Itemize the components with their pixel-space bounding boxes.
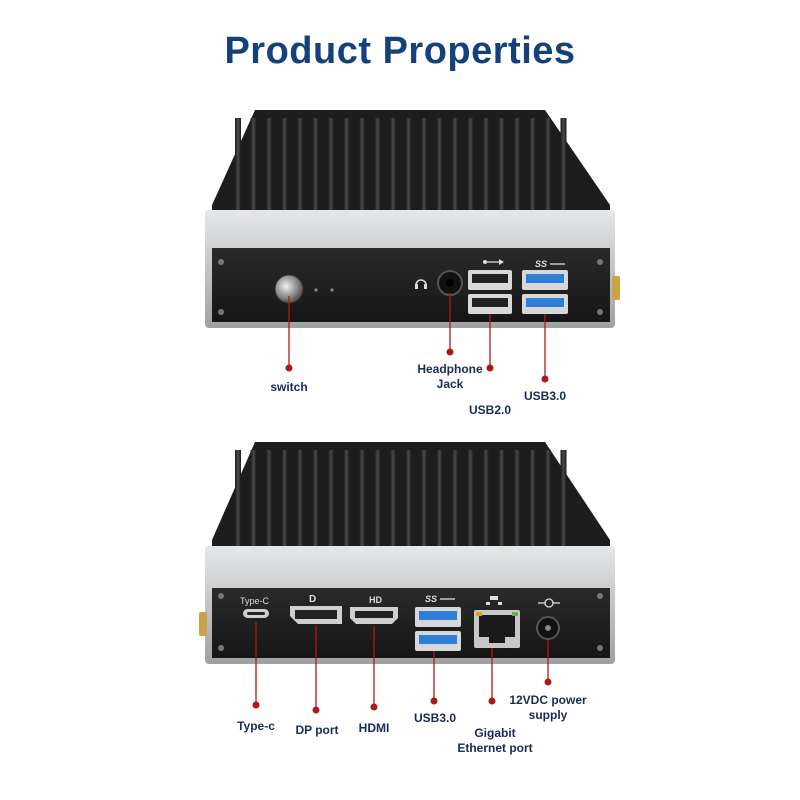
label-dp-port: DP port <box>295 723 339 737</box>
antenna-connector <box>199 612 207 636</box>
heatsink-fin <box>235 118 241 248</box>
ss-usb-icon: SS <box>425 594 437 604</box>
screw <box>597 593 603 599</box>
heatsink-fin <box>483 118 489 248</box>
heatsink-fin <box>266 450 272 588</box>
heatsink-fin <box>390 118 396 248</box>
screw <box>597 309 603 315</box>
screw <box>218 259 224 265</box>
network-icon <box>486 596 502 605</box>
heatsink-fin <box>250 118 257 248</box>
heatsink-fin <box>560 118 567 248</box>
heatsink-fin <box>374 118 381 248</box>
callout-dot <box>488 697 496 705</box>
callout-dot <box>370 703 378 711</box>
label-hdmi: HDMI <box>358 721 390 735</box>
callout-dot <box>446 348 454 356</box>
heatsink-fin <box>343 118 350 248</box>
heatsink-fin <box>514 450 520 588</box>
heatsink-fin <box>312 118 319 248</box>
heatsink-fin <box>328 450 334 588</box>
dc-power-icon <box>538 598 560 608</box>
top-device: SS <box>205 110 620 328</box>
typec-print: Type-C <box>240 596 270 606</box>
led-indicator <box>314 288 318 292</box>
heatsink-fin <box>498 118 505 248</box>
label-switch: switch <box>270 380 308 394</box>
heatsink-fin <box>529 450 536 588</box>
label-typec: Type-c <box>237 719 275 733</box>
heatsink-fin <box>359 450 365 588</box>
heatsink-fin <box>421 118 427 248</box>
heatsink-fin <box>452 118 458 248</box>
heatsink-fin <box>235 450 241 588</box>
heatsink-fin <box>405 118 412 248</box>
heatsink-fin <box>436 118 443 248</box>
bottom-callouts <box>255 622 549 710</box>
bottom-heatsink-fins <box>235 450 567 588</box>
heatsink-fin <box>529 118 536 248</box>
heatsink-fin <box>421 450 427 588</box>
screw <box>597 645 603 651</box>
callout-dot <box>312 706 320 714</box>
screw <box>218 593 224 599</box>
heatsink-fin <box>405 450 412 588</box>
led-indicator <box>330 288 334 292</box>
usb-icon <box>483 259 504 265</box>
heatsink-fin <box>545 450 551 588</box>
label-12vdc-power: 12VDC power supply <box>509 693 587 722</box>
dp-print: D <box>309 594 316 605</box>
label-headphone-jack: Headphone Jack <box>417 362 483 391</box>
heatsink-fin <box>266 118 272 248</box>
label-usb3-top: USB3.0 <box>523 389 567 403</box>
label-usb3-bottom: USB3.0 <box>413 711 457 725</box>
screw <box>597 259 603 265</box>
antenna-connector <box>612 276 620 300</box>
callout-dot <box>285 364 293 372</box>
heatsink-fin <box>390 450 396 588</box>
heatsink-fin <box>297 118 303 248</box>
heatsink-fin <box>514 118 520 248</box>
heatsink-fin <box>483 450 489 588</box>
top-heatsink-fins <box>235 118 567 248</box>
heatsink-fin <box>545 118 551 248</box>
heatsink-fin <box>250 450 257 588</box>
ss-usb-icon: SS <box>535 259 547 269</box>
hdmi-print: HD <box>369 595 382 605</box>
heatsink-fin <box>498 450 505 588</box>
callout-dot <box>544 678 552 686</box>
callout-dot <box>486 364 494 372</box>
heatsink-fin <box>281 118 288 248</box>
heatsink-fin <box>281 450 288 588</box>
bottom-device: Type-C D HD SS <box>199 442 615 664</box>
callout-dot <box>541 375 549 383</box>
heatsink-fin <box>560 450 567 588</box>
label-usb2: USB2.0 <box>468 403 512 417</box>
callout-dot <box>430 697 438 705</box>
screw <box>218 309 224 315</box>
heatsink-fin <box>374 450 381 588</box>
top-callouts <box>288 293 546 379</box>
headphone-icon <box>415 279 427 289</box>
screw <box>218 645 224 651</box>
page-title: Product Properties <box>224 30 576 72</box>
heatsink-fin <box>312 450 319 588</box>
heatsink-fin <box>452 450 458 588</box>
heatsink-fin <box>328 118 334 248</box>
label-gigabit-ethernet: Gigabit Ethernet port <box>457 726 533 755</box>
heatsink-fin <box>436 450 443 588</box>
callout-dot <box>252 701 260 709</box>
heatsink-fin <box>467 450 474 588</box>
heatsink-fin <box>297 450 303 588</box>
heatsink-fin <box>343 450 350 588</box>
heatsink-fin <box>359 118 365 248</box>
heatsink-fin <box>467 118 474 248</box>
